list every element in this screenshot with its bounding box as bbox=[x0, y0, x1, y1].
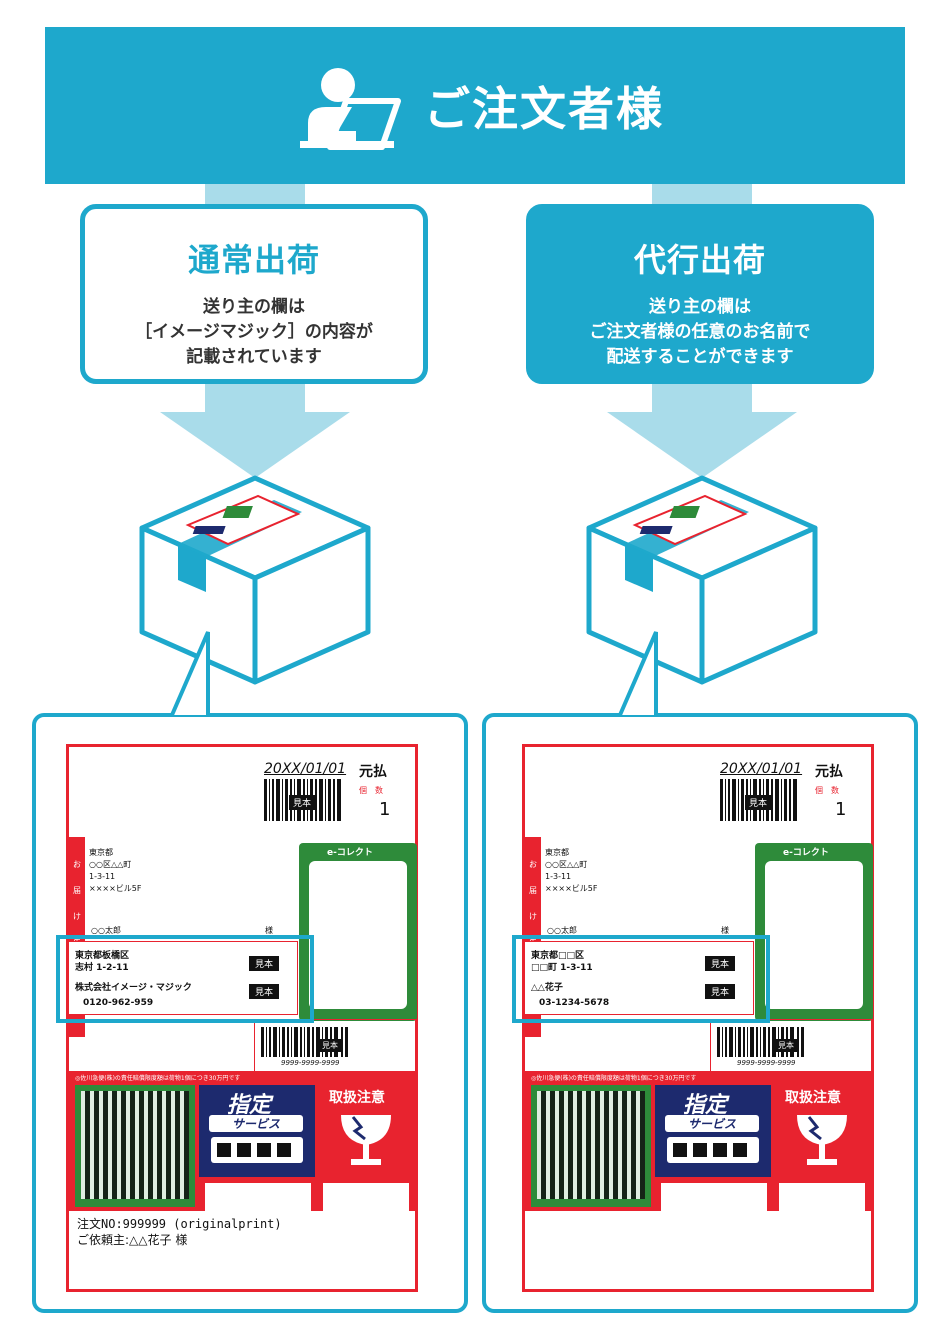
sample-tag: 見本 bbox=[705, 984, 736, 999]
sender-name: △△花子 bbox=[531, 983, 563, 993]
service-title: 指定 bbox=[683, 1093, 728, 1118]
sample-tag: 見本 bbox=[705, 956, 736, 971]
desc-line: 送り主の欄は bbox=[649, 297, 751, 317]
sender-block-proxy: 東京都□□区□□町 1-3-11 △△花子 03-1234-5678 見本 見本 bbox=[524, 941, 754, 1015]
service-title: 指定 bbox=[227, 1093, 272, 1118]
person-at-laptop-icon bbox=[300, 67, 401, 150]
header-title: ご注文者様 bbox=[424, 81, 664, 136]
card-description: 送り主の欄は ［イメージマジック］の内容が 記載されています bbox=[85, 295, 423, 370]
sample-tag: 見本 bbox=[745, 795, 772, 810]
honorific: 様 bbox=[721, 926, 729, 935]
sender-phone: 0120-962-959 bbox=[83, 998, 154, 1008]
collect-logo: e-コレクト bbox=[783, 848, 829, 858]
sender-highlight-proxy bbox=[512, 935, 770, 1023]
honorific: 様 bbox=[265, 926, 273, 935]
orderer-header: ご注文者様 bbox=[45, 27, 905, 184]
card-title: 通常出荷 bbox=[187, 241, 320, 279]
sender-highlight-normal bbox=[56, 935, 314, 1023]
barcode-digits: 9999-9999-9999 bbox=[281, 1059, 340, 1067]
arrow-left bbox=[160, 412, 350, 478]
shipping-label-proxy: お届け先 20XX/01/01 元払 個 数 1 見本 東京都○○区△△町1-3… bbox=[522, 744, 874, 1292]
sample-tag: 見本 bbox=[319, 1039, 341, 1052]
sample-tag: 見本 bbox=[289, 795, 316, 810]
barcode-digits: 9999-9999-9999 bbox=[737, 1059, 796, 1067]
green-code-block bbox=[75, 1085, 195, 1207]
connector-right-stem bbox=[652, 384, 752, 414]
desc-line: ご注文者様の任意のお名前で bbox=[589, 322, 811, 342]
callout-pointers bbox=[170, 631, 658, 716]
count-label: 個 数 bbox=[359, 786, 383, 795]
sample-tag: 見本 bbox=[775, 1039, 797, 1052]
count-value: 1 bbox=[835, 799, 847, 820]
order-number: 注文NO:999999 (originalprint) bbox=[77, 1217, 282, 1231]
sender-address: 東京都□□区□□町 1-3-11 bbox=[531, 951, 593, 973]
card-description: 送り主の欄は ご注文者様の任意のお名前で 配送することができます bbox=[531, 295, 869, 370]
fragile-glass-icon bbox=[341, 1115, 391, 1165]
designated-service-block: 指定 サービス bbox=[199, 1085, 315, 1177]
card-normal-shipping: 通常出荷 送り主の欄は ［イメージマジック］の内容が 記載されています bbox=[80, 204, 428, 384]
designated-service-block: 指定 サービス bbox=[655, 1085, 771, 1177]
service-sub: サービス bbox=[665, 1115, 759, 1132]
sender-name: 株式会社イメージ・マジック bbox=[75, 983, 192, 993]
sender-block-normal: 東京都板橋区志村 1-2-11 株式会社イメージ・マジック 0120-962-9… bbox=[68, 941, 298, 1015]
count-value: 1 bbox=[379, 799, 391, 820]
package-box-icon-right bbox=[586, 475, 818, 685]
sample-tag: 見本 bbox=[249, 956, 280, 971]
sample-tag: 見本 bbox=[249, 984, 280, 999]
sender-phone: 03-1234-5678 bbox=[539, 998, 610, 1008]
desc-line: 記載されています bbox=[186, 347, 322, 367]
handle-with-care: 取扱注意 bbox=[785, 1090, 841, 1106]
destination-name: ○○太郎 bbox=[547, 926, 577, 935]
desc-line: 配送することができます bbox=[606, 347, 794, 367]
shipping-label-normal: お届け先 20XX/01/01 元払 個 数 1 見本 東京都○○区△△町1-3… bbox=[66, 744, 418, 1292]
ship-date: 20XX/01/01 bbox=[264, 761, 347, 777]
desc-line: ［イメージマジック］の内容が bbox=[135, 322, 373, 342]
ship-date: 20XX/01/01 bbox=[720, 761, 803, 777]
sender-address: 東京都板橋区志村 1-2-11 bbox=[75, 951, 130, 973]
service-sub: サービス bbox=[209, 1115, 303, 1132]
liability-notice: ◎佐川急便(株)の責任賠償限度額は荷物1個につき30万円です bbox=[75, 1075, 241, 1082]
card-proxy-shipping: 代行出荷 送り主の欄は ご注文者様の任意のお名前で 配送することができます bbox=[526, 204, 874, 384]
fragile-glass-icon bbox=[797, 1115, 847, 1165]
collect-panel: e-コレクト bbox=[299, 843, 417, 1021]
handle-with-care: 取扱注意 bbox=[329, 1090, 385, 1106]
package-box-icon-left bbox=[139, 475, 371, 685]
liability-notice: ◎佐川急便(株)の責任賠償限度額は荷物1個につき30万円です bbox=[531, 1075, 697, 1082]
destination-name: ○○太郎 bbox=[91, 926, 121, 935]
payment-type: 元払 bbox=[359, 764, 387, 780]
connector-left-stem bbox=[205, 384, 305, 414]
collect-logo: e-コレクト bbox=[327, 848, 373, 858]
green-code-block bbox=[531, 1085, 651, 1207]
card-title: 代行出荷 bbox=[633, 241, 766, 279]
collect-panel: e-コレクト bbox=[755, 843, 873, 1021]
payment-type: 元払 bbox=[815, 764, 843, 780]
requester: ご依頼主:△△花子 様 bbox=[77, 1233, 188, 1247]
count-label: 個 数 bbox=[815, 786, 839, 795]
arrow-right bbox=[607, 412, 797, 478]
desc-line: 送り主の欄は bbox=[203, 297, 305, 317]
